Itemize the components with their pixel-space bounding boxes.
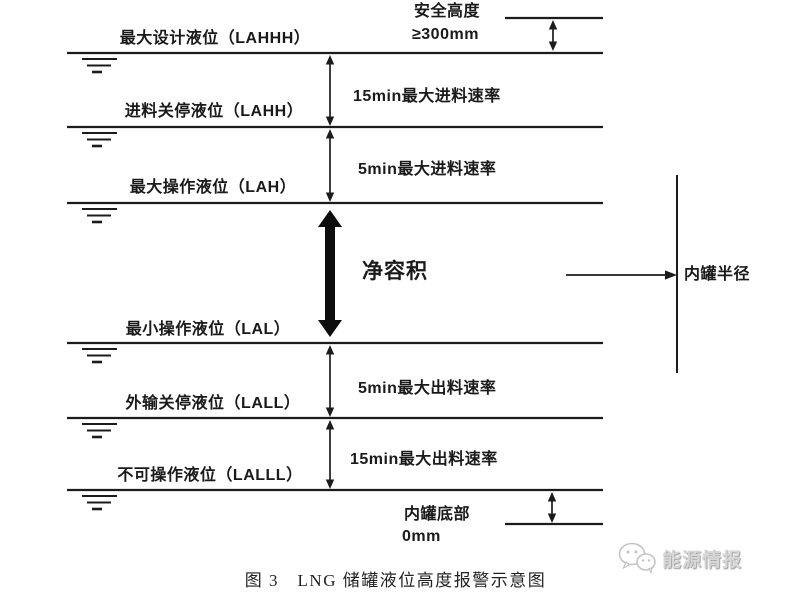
level-label-lahh: 进料关停液位（LAHH） <box>124 102 304 120</box>
water-surface-icon <box>80 347 119 364</box>
net-volume-label: 净容积 <box>362 259 428 283</box>
safety-height-value: ≥300mm <box>412 26 479 43</box>
wechat-bubbles-icon <box>618 542 656 574</box>
radius-arrow <box>566 270 677 280</box>
water-surface-icon <box>80 57 119 74</box>
arrow-safety-height <box>548 20 558 51</box>
energy-intel-logo: 能源情报 <box>618 542 742 574</box>
net-volume-arrow <box>318 210 342 337</box>
inner-tank-radius-label: 内罐半径 <box>684 266 751 283</box>
level-label-lal: 最小操作液位（LAL） <box>125 320 291 338</box>
level-label-lah: 最大操作液位（LAH） <box>129 178 297 196</box>
feed-rate-15min-label: 15min最大进料速率 <box>353 88 501 105</box>
arrow-out-5min <box>325 345 335 417</box>
outflow-rate-15min-label: 15min最大出料速率 <box>350 451 498 468</box>
water-surface-icon <box>80 131 119 148</box>
safety-height-title: 安全高度 <box>414 3 481 20</box>
level-lines <box>67 51 603 492</box>
tank-bottom-value: 0mm <box>402 528 441 545</box>
dimension-arrows <box>325 20 558 523</box>
water-surface-icon <box>80 422 119 439</box>
outflow-rate-5min-label: 5min最大出料速率 <box>358 380 497 397</box>
watermark-text: 能源情报 <box>662 549 743 571</box>
tank-bottom-title: 内罐底部 <box>404 506 471 523</box>
arrow-feed-15min <box>325 55 335 126</box>
arrow-feed-5min <box>325 129 335 202</box>
level-label-lalll: 不可操作液位（LALLL） <box>117 466 303 484</box>
feed-rate-5min-label: 5min最大进料速率 <box>358 161 497 178</box>
water-surface-icon <box>80 494 119 511</box>
arrow-tank-bottom <box>547 492 557 523</box>
level-label-lall: 外输关停液位（LALL） <box>125 394 301 412</box>
level-label-lahhh: 最大设计液位（LAHHH） <box>119 29 311 47</box>
arrow-out-15min <box>325 420 335 489</box>
water-surface-icon <box>80 207 119 224</box>
figure-caption: 图 3 LNG 储罐液位高度报警示意图 <box>244 571 547 590</box>
